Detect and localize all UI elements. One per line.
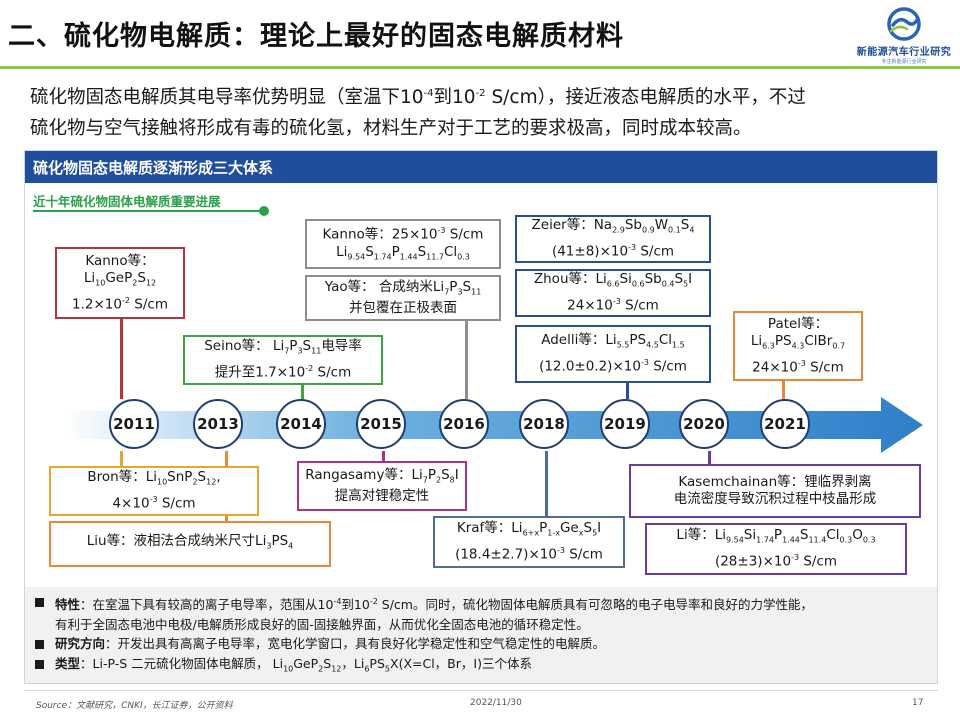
milestone-yao-2016: Yao等： 合成纳米Li7P3S11 并包覆在正极表面	[305, 275, 501, 321]
year-2015: 2015	[356, 399, 406, 449]
year-2018: 2018	[519, 399, 569, 449]
milestone-zhou-2019: Zhou等：Li6.6Si0.6Sb0.4S5I 24×10-3 S/cm	[515, 269, 711, 317]
year-2011: 2011	[109, 399, 159, 449]
year-2016: 2016	[439, 399, 489, 449]
summary-points: 特性：在室温下具有较高的离子电导率，范围从10-4到10-2 S/cm。同时，硫…	[25, 587, 937, 683]
bullet-square-icon	[35, 659, 44, 669]
year-2020: 2020	[679, 399, 729, 449]
point-characteristics-cont: 有利于全固态电池中电极/电解质形成良好的固-固接触界面，从而优化全固态电池的循环…	[55, 616, 589, 632]
connector-2020-bottom	[708, 451, 711, 464]
logo-tagline: 专注新能源行业研究	[881, 59, 927, 65]
bullet-square-icon	[35, 598, 44, 607]
milestone-li-2020: Li等：Li9.54Si1.74P1.44S11.4Cl0.3O0.3 (28±…	[645, 523, 907, 575]
intro-line-2: 硫化物与空气接触将形成有毒的硫化氢，材料生产对于工艺的要求极高，同时成本较高。	[30, 118, 752, 140]
point-types: 类型：Li-P-S 二元硫化物固体电解质， Li10GeP2S12，Li6PS5…	[33, 654, 929, 679]
connector-2014-top	[301, 385, 304, 399]
milestone-kanno-2016: Kanno等：25×10-3 S/cm Li9.54S1.74P1.44S11.…	[305, 219, 501, 269]
milestone-kraf-2018: Kraf等：Li6+xP1-xGexS5I (18.4±2.7)×10-3 S/…	[433, 516, 625, 568]
title-divider	[0, 66, 960, 69]
logo-mark-icon	[887, 7, 921, 41]
milestone-liu-2013: Liu等：液相法合成纳米尺寸Li3PS4	[49, 521, 331, 567]
panel-subheading: 近十年硫化物固体电解质重要进展	[33, 194, 221, 209]
point-research-direction: 研究方向：开发出具有高离子电导率，宽电化学窗口，具有良好化学稳定性和空气稳定性的…	[33, 634, 929, 654]
connector-2011-top	[120, 319, 123, 399]
point-characteristics: 特性：在室温下具有较高的离子电导率，范围从10-4到10-2 S/cm。同时，硫…	[33, 592, 929, 615]
year-2014: 2014	[276, 399, 326, 449]
bullet-square-icon	[35, 640, 44, 650]
connector-2018-bottom	[545, 451, 548, 516]
year-2019: 2019	[600, 399, 650, 449]
milestone-adelli-2019: Adelli等：Li5.5PS4.5Cl1.5 (12.0±0.2)×10-3 …	[515, 325, 711, 383]
intro-paragraph: 硫化物固态电解质其电导率优势明显（室温下10-4到10-2 S/cm），接近液态…	[30, 78, 930, 144]
milestone-seino-2013: Seino等： Li7P3S11电导率 提升至1.7×10-2 S/cm	[183, 335, 383, 385]
milestone-patel-2021: Patel等： Li6.3PS4.3ClBr0.7 24×10-3 S/cm	[733, 311, 863, 381]
brand-logo: 新能源汽车行业研究 专注新能源行业研究	[854, 6, 954, 68]
footer-divider	[24, 690, 938, 691]
intro-line-1: 硫化物固态电解质其电导率优势明显（室温下10-4到10-2 S/cm），接近液态…	[30, 87, 806, 109]
page-number: 17	[912, 698, 924, 708]
footer-source: Source：文献研究，CNKI，长江证券，公开资料	[36, 701, 233, 711]
year-2013: 2013	[193, 399, 243, 449]
connector-2011-bottom	[120, 451, 123, 466]
subheading-dot	[259, 206, 269, 216]
year-2021: 2021	[760, 399, 810, 449]
subheading-underline	[33, 210, 263, 212]
footer-date: 2022/11/30	[470, 698, 522, 708]
connector-2015-bottom	[382, 451, 385, 461]
panel-heading: 硫化物固态电解质逐渐形成三大体系	[25, 151, 937, 183]
connector-2019-top	[626, 383, 629, 399]
page-title: 二、硫化物电解质：理论上最好的固态电解质材料	[8, 21, 624, 52]
milestone-rangasamy-2015: Rangasamy等：Li7P2S8I 提高对锂稳定性	[297, 461, 467, 511]
connector-2021-top	[782, 381, 785, 399]
milestone-bron-2011: Bron等：Li10SnP2S12, 4×10-3 S/cm	[49, 466, 259, 516]
milestone-kanno-2011: Kanno等： Li10GeP2S12 1.2×10-2 S/cm	[55, 247, 185, 319]
connector-2016-top	[465, 321, 468, 399]
logo-name: 新能源汽车行业研究	[856, 47, 952, 58]
milestone-kasemchainan-2020: Kasemchainan等：锂临界剥离 电流密度导致沉积过程中枝晶形成	[629, 464, 921, 518]
timeline-panel: 硫化物固态电解质逐渐形成三大体系 近十年硫化物固体电解质重要进展 2011 20…	[24, 150, 938, 684]
milestone-zeier-2019: Zeier等：Na2.9Sb0.9W0.1S4 (41±8)×10-3 S/cm	[515, 215, 711, 263]
